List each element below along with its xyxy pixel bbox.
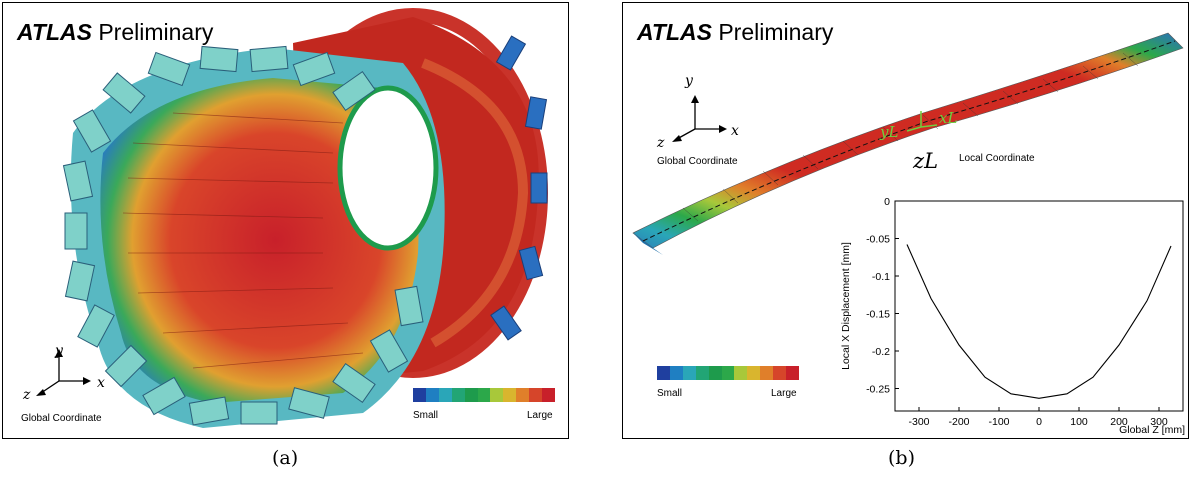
x-tick-label: -200 xyxy=(948,416,969,428)
local-coord-label: Local Coordinate xyxy=(959,153,1035,164)
atlas-brand: ATLAS xyxy=(17,19,92,45)
local-yL-label: yL xyxy=(880,123,899,141)
colorbar-segment xyxy=(786,366,799,380)
barrel-bore xyxy=(337,85,439,251)
x-tick-label: -300 xyxy=(908,416,929,428)
x-tick-label: 0 xyxy=(1036,416,1042,428)
series-line xyxy=(906,244,1172,399)
atlas-label-b: ATLAS Preliminary xyxy=(637,19,833,46)
colorbar-segment xyxy=(721,366,735,380)
y-tick-label: -0.15 xyxy=(866,309,890,321)
axis-x-label-b: x xyxy=(731,123,739,139)
colorbar-segment xyxy=(760,366,774,380)
axis-z-label-b: z xyxy=(657,135,665,151)
barrel-render xyxy=(62,8,548,428)
colorbar-small-b: Small xyxy=(657,388,683,399)
y-tick-label: -0.1 xyxy=(872,271,890,283)
colorbar-segment xyxy=(682,366,696,380)
colorbar-segment xyxy=(516,388,530,402)
axis-x-label-a: x xyxy=(97,375,105,391)
axis-z-label-a: z xyxy=(23,387,31,403)
y-tick-label: -0.2 xyxy=(872,346,890,358)
atlas-subtitle: Preliminary xyxy=(98,19,214,45)
colorbar-segment xyxy=(695,366,709,380)
colorbar-large-b: Large xyxy=(771,388,797,399)
colorbar-segment xyxy=(425,388,439,402)
stave-body xyxy=(632,32,1184,249)
colorbar-segment xyxy=(773,366,787,380)
colorbar-segment xyxy=(490,388,504,402)
x-tick-label: 200 xyxy=(1110,416,1128,428)
colorbar-large-a: Large xyxy=(527,410,553,421)
stave-render xyxy=(632,32,1184,255)
x-tick-label: 300 xyxy=(1150,416,1168,428)
colorbar-segment xyxy=(747,366,761,380)
y-axis-label: Local X Displacement [mm] xyxy=(840,242,852,370)
local-xL-label: xL xyxy=(939,109,958,127)
colorbar-segment xyxy=(413,388,426,402)
colorbar-segment xyxy=(529,388,543,402)
colorbar-segment xyxy=(464,388,478,402)
caption-b: (b) xyxy=(888,447,915,469)
colorbar-a xyxy=(413,388,555,402)
colorbar-b xyxy=(657,366,799,380)
plot-frame xyxy=(894,200,1184,412)
colorbar-segment xyxy=(657,366,670,380)
atlas-subtitle-b: Preliminary xyxy=(718,19,834,45)
colorbar-segment xyxy=(708,366,722,380)
displacement-chart: -300 -200 -100 0 100 200 300 0 -0.05 -0.1 -0.15 -0.… xyxy=(840,196,1185,436)
axis-y-label-b: y xyxy=(685,73,693,89)
atlas-label: ATLAS Preliminary xyxy=(17,19,213,46)
colorbar-segment xyxy=(477,388,491,402)
colorbar-segment xyxy=(734,366,748,380)
global-axes-b xyxy=(672,95,727,142)
x-tick-label: 100 xyxy=(1070,416,1088,428)
colorbar-segment xyxy=(438,388,452,402)
coord-label-a: Global Coordinate xyxy=(21,413,102,424)
coord-label-b: Global Coordinate xyxy=(657,156,738,167)
panel-b: ATLAS Preliminary y z x Global Coordinat… xyxy=(622,2,1189,439)
y-tick-label: -0.05 xyxy=(866,234,890,246)
panel-a: ATLAS Preliminary y z x Global Coordinat… xyxy=(2,2,569,439)
local-zL-label: zL xyxy=(913,149,939,173)
colorbar-segment xyxy=(503,388,517,402)
caption-a: (a) xyxy=(272,447,299,469)
atlas-brand-b: ATLAS xyxy=(637,19,712,45)
x-tick-label: -100 xyxy=(988,416,1009,428)
colorbar-segment xyxy=(451,388,465,402)
axis-y-label-a: y xyxy=(55,343,63,359)
global-axes-a xyxy=(36,349,91,396)
y-tick-label: 0 xyxy=(884,196,890,208)
colorbar-segment xyxy=(669,366,683,380)
y-tick-label: -0.25 xyxy=(866,384,890,396)
x-axis-label: Global Z [mm] xyxy=(1119,424,1185,436)
colorbar-segment xyxy=(542,388,555,402)
colorbar-small-a: Small xyxy=(413,410,439,421)
